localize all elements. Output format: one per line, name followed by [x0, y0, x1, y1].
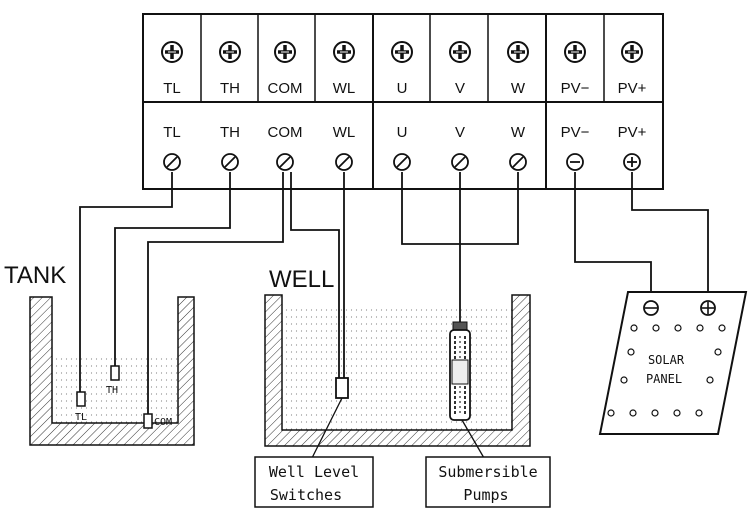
- panel-mount-hole: [674, 324, 682, 332]
- terminal-bottom-label: PV+: [618, 124, 647, 141]
- well: WELL: [264, 266, 531, 447]
- panel-mount-hole: [696, 324, 704, 332]
- wire-com-tank: [147, 172, 284, 414]
- wire-com-well: [290, 172, 340, 378]
- well-wall: [264, 294, 531, 447]
- terminal-bottom-label: V: [455, 124, 465, 141]
- solar-panel-label-1: SOLAR: [648, 353, 685, 367]
- tank-sensor-com: COM: [154, 417, 172, 428]
- tank-sensor-tl: TL: [75, 412, 87, 423]
- screw-terminal-icon: [221, 153, 239, 171]
- screw-terminal-icon: [564, 41, 586, 63]
- terminal-top-label: COM: [268, 80, 303, 97]
- level-sensor-icon: [335, 377, 349, 399]
- terminal-top-label: WL: [333, 80, 356, 97]
- tank: TANK TL TH COM: [4, 262, 195, 446]
- screw-terminal-icon: [276, 153, 294, 171]
- level-sensor-icon: [76, 391, 86, 407]
- tank-sensor-th: TH: [106, 385, 118, 396]
- screw-terminal-icon: [391, 41, 413, 63]
- screw-terminal-icon: [163, 153, 181, 171]
- panel-mount-hole: [651, 409, 659, 417]
- wire-th: [114, 172, 231, 366]
- tank-title: TANK: [4, 262, 66, 289]
- terminal-top-label: TH: [220, 80, 240, 97]
- panel-mount-hole: [630, 324, 638, 332]
- terminal-bottom-label: TL: [163, 124, 181, 141]
- screw-terminal-icon: [274, 41, 296, 63]
- terminal-top-label: V: [455, 80, 465, 97]
- wire-tl: [79, 172, 173, 392]
- panel-mount-hole: [673, 409, 681, 417]
- screw-terminal-icon: [335, 153, 353, 171]
- callout-pumps-line1: Submersible: [438, 463, 537, 481]
- screw-terminal-icon: [333, 41, 355, 63]
- screw-terminal-icon: [451, 153, 469, 171]
- well-title: WELL: [269, 266, 334, 293]
- terminal-bottom-label: WL: [333, 124, 356, 141]
- screw-terminal-icon: [507, 41, 529, 63]
- callout-well-level-line1: Well Level: [269, 463, 359, 481]
- minus-terminal-icon: [566, 153, 584, 171]
- terminal-block: TL TH COM WL U V W PV− PV+ TL TH COM WL U V W PV− PV+: [142, 13, 664, 190]
- level-sensor-icon: [110, 365, 120, 381]
- panel-mount-hole: [714, 348, 722, 356]
- terminal-bottom-label: COM: [268, 124, 303, 141]
- wire-pv-plus: [631, 172, 709, 302]
- callout-pumps-line2: Pumps: [463, 486, 508, 504]
- panel-mount-hole: [629, 409, 637, 417]
- panel-mount-hole: [627, 348, 635, 356]
- terminal-bottom-label: U: [397, 124, 408, 141]
- terminal-top-label: TL: [163, 80, 181, 97]
- pump-icon: [449, 321, 471, 421]
- terminal-top-label: PV+: [618, 80, 647, 97]
- panel-mount-hole: [706, 376, 714, 384]
- level-sensor-icon: [143, 413, 153, 429]
- callout-well-level-line2: Switches: [270, 486, 342, 504]
- panel-mount-hole: [652, 324, 660, 332]
- screw-terminal-icon: [161, 41, 183, 63]
- panel-mount-hole: [695, 409, 703, 417]
- panel-mount-hole: [620, 376, 628, 384]
- terminal-bottom-label: TH: [220, 124, 240, 141]
- screw-terminal-icon: [621, 41, 643, 63]
- tank-wall: [29, 296, 195, 446]
- screw-terminal-icon: [219, 41, 241, 63]
- wire-pv-minus: [574, 172, 652, 302]
- screw-terminal-icon: [509, 153, 527, 171]
- terminal-top-label: PV−: [561, 80, 590, 97]
- plus-terminal-icon: [623, 153, 641, 171]
- terminal-top-label: U: [397, 80, 408, 97]
- wiring: [79, 172, 709, 414]
- screw-terminal-icon: [393, 153, 411, 171]
- callout-well-level: Well Level Switches: [254, 397, 374, 508]
- terminal-bottom-label: W: [511, 124, 526, 141]
- terminal-top-label: W: [511, 80, 526, 97]
- panel-mount-hole: [718, 324, 726, 332]
- screw-terminal-icon: [449, 41, 471, 63]
- panel-mount-hole: [607, 409, 615, 417]
- solar-panel: SOLAR PANEL: [598, 291, 748, 435]
- solar-panel-label-2: PANEL: [646, 372, 682, 386]
- callout-pumps: Submersible Pumps: [425, 419, 551, 508]
- terminal-bottom-label: PV−: [561, 124, 590, 141]
